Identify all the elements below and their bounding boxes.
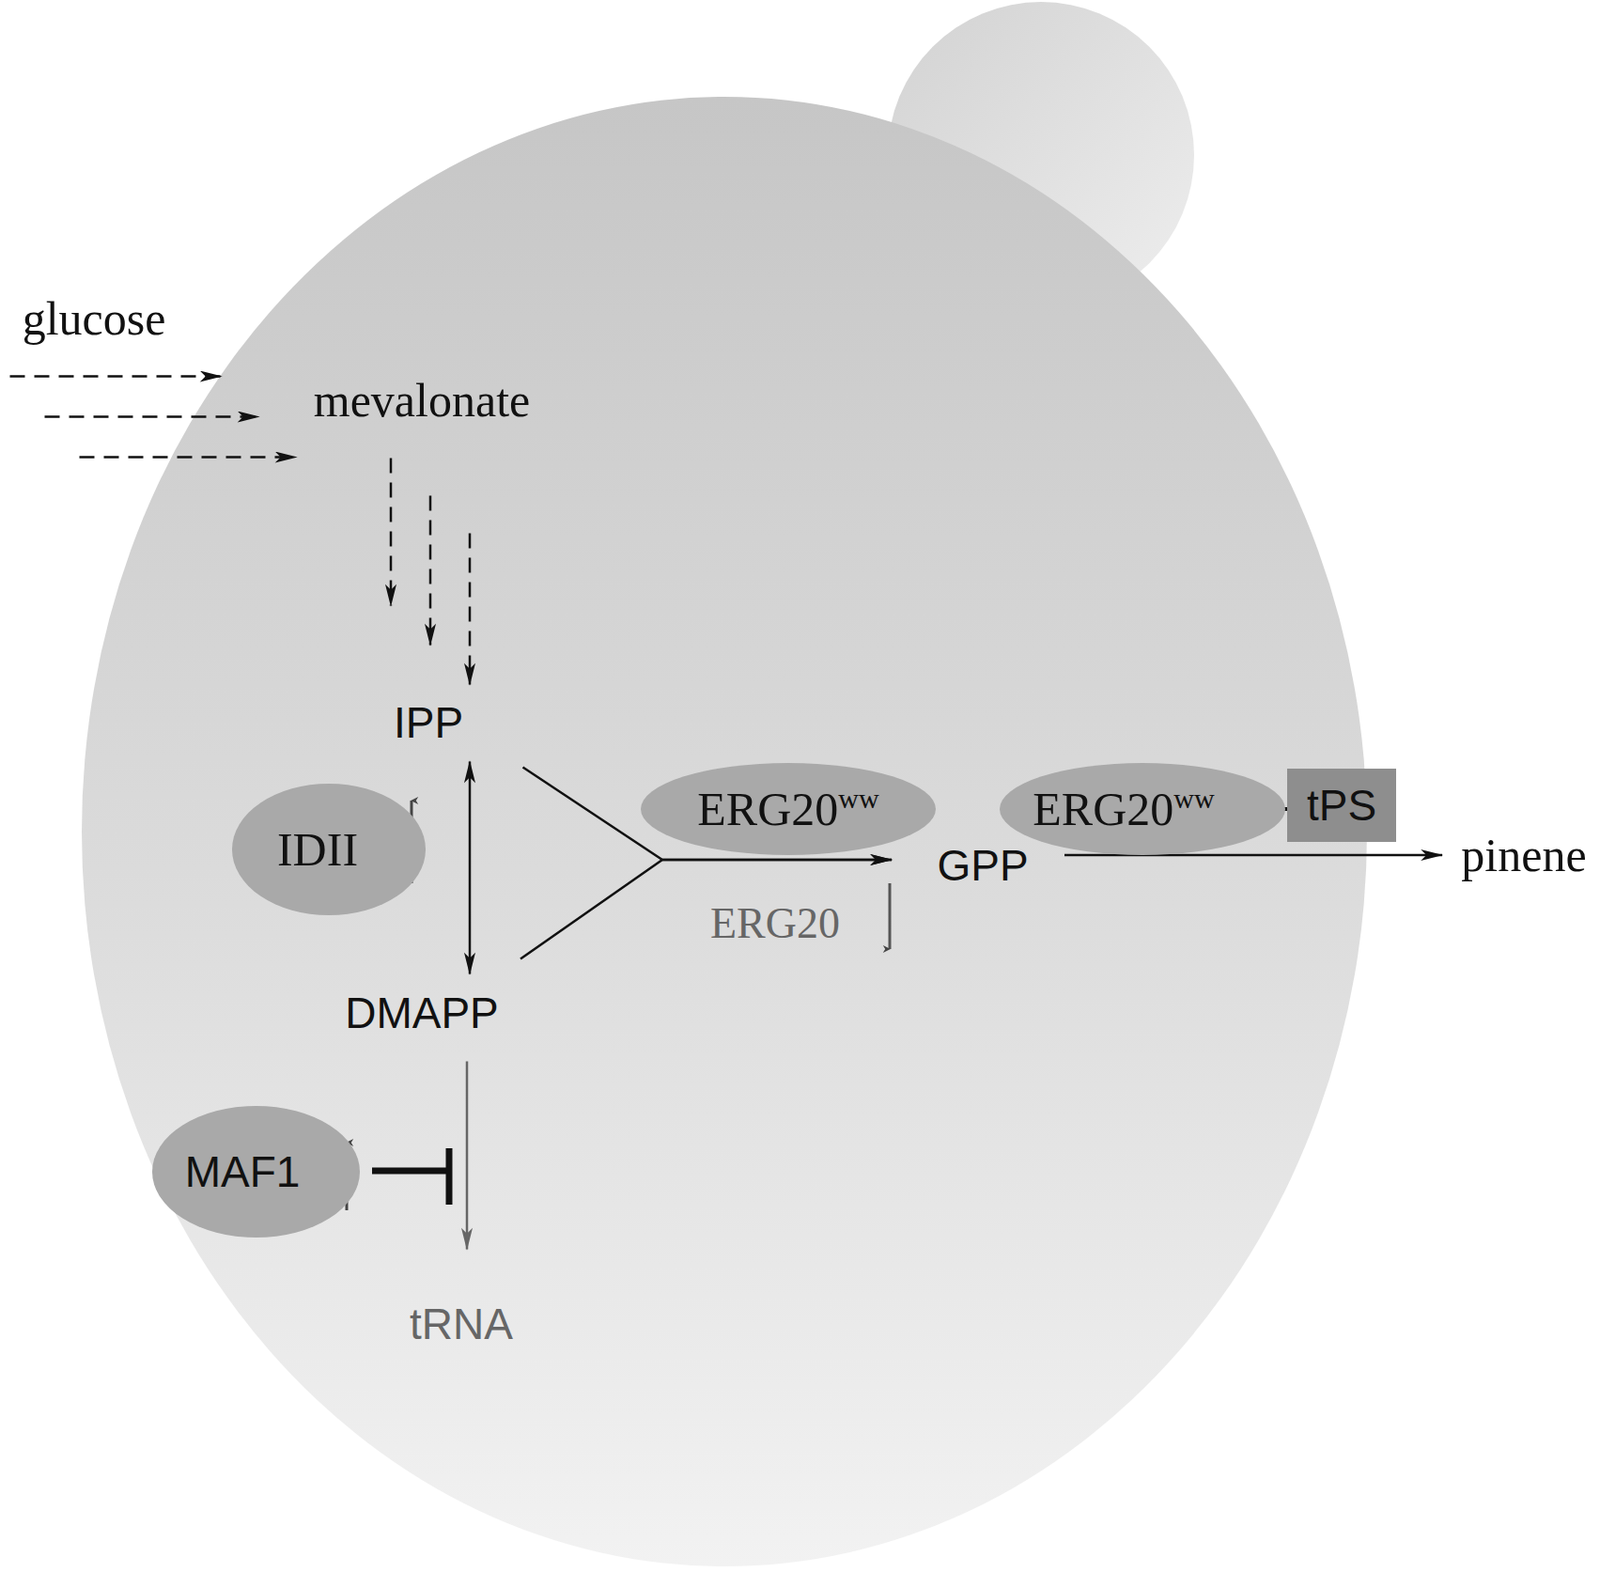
enzyme-ellipse: IDII [232,783,426,916]
reaction-arrow [466,1061,468,1250]
arrow-line [520,859,892,960]
node-text: ERG20ww [1032,783,1214,836]
arrow-line [466,1061,469,1250]
arrow-line [468,533,472,685]
down-arrow [888,883,892,949]
node-text: IPP [393,699,464,747]
inhibition-bar [372,1167,450,1175]
reaction-arrow [469,761,471,975]
arrow-line [45,415,260,419]
fusion-tag-box: tPS [1287,768,1397,842]
cell-body [81,96,1367,1567]
enzyme-ellipse: ERG20ww [999,762,1286,855]
arrow-line [468,761,472,975]
node-text: MAF1 [185,1148,301,1197]
arrow-line [10,374,222,378]
arrow-line [79,455,297,459]
metabolite: GPP [929,838,1037,894]
node-text: tPS [1306,781,1377,830]
node-text: GPP [936,841,1028,890]
arrow-line [429,496,433,646]
metabolite: mevalonate [306,371,539,431]
arrow-line [389,458,393,606]
product: pinene [1453,825,1595,886]
node-text: mevalonate [313,374,530,427]
node-text: tRNA [409,1300,513,1349]
reaction-arrow [390,458,470,685]
metabolite: IPP [386,695,472,751]
reaction-arrow [10,376,297,458]
reaction-arrow [1064,854,1443,856]
inhibition-bar [446,1148,453,1205]
enzyme-label: ERG20 [710,900,840,948]
reaction-arrow [520,859,892,960]
node-text: DMAPP [344,989,499,1038]
metabolite: glucose [15,289,174,349]
node-text: pinene [1460,829,1586,882]
metabolite: tRNA [402,1296,521,1352]
enzyme-ellipse: ERG20ww [640,762,936,855]
node-text: IDII [277,823,358,876]
node-text: ERG20ww [697,783,879,836]
metabolite: DMAPP [337,985,507,1041]
node-text: glucose [22,293,167,345]
regulator-ellipse: MAF1 [152,1105,360,1238]
